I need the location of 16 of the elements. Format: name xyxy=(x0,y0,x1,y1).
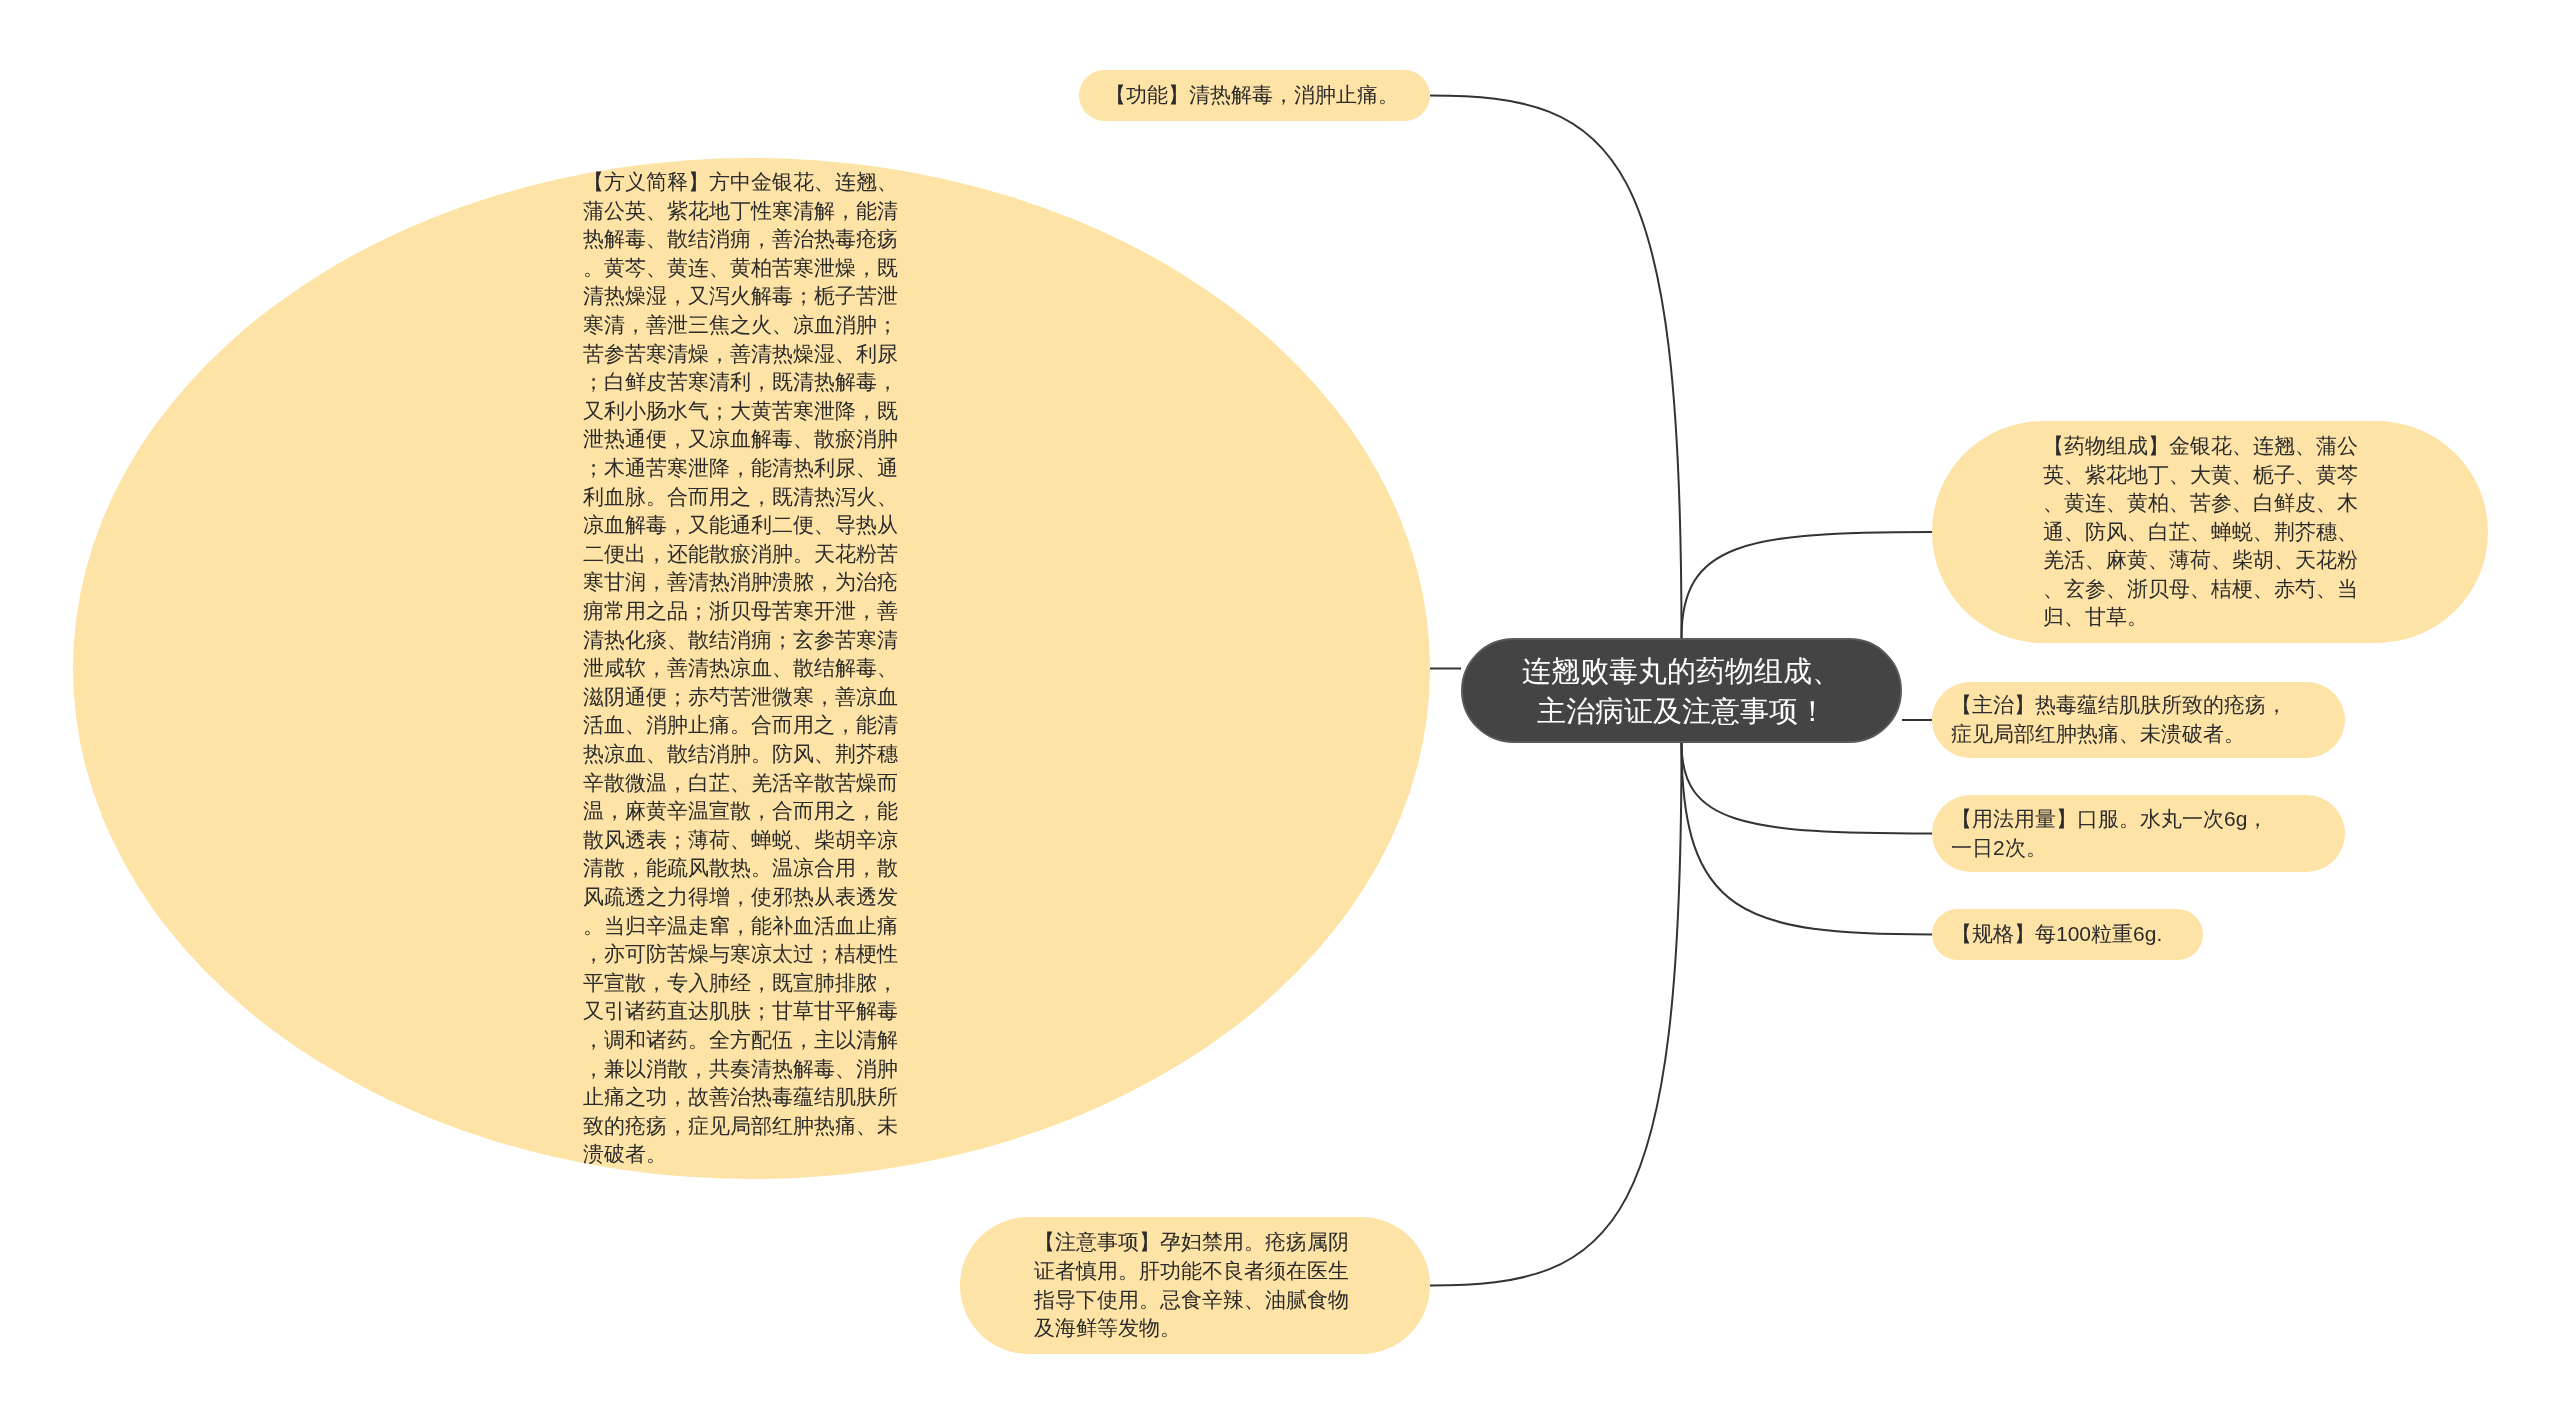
topic-text: 【主治】热毒蕴结肌肤所致的疮疡，症见局部红肿热痛、未溃破者。 xyxy=(1951,692,2287,747)
topic-text: 【注意事项】孕妇禁用。疮疡属阴证者慎用。肝功能不良者须在医生指导下使用。忌食辛辣、油腻食物及海鲜等发物。 xyxy=(1034,1229,1350,1342)
topic-text: 【方义简释】方中金银花、连翘、蒲公英、紫花地丁性寒清解，能清热解毒、散结消痈，善治热毒疮疡。黄芩、黄连、黄柏苦寒泄燥，既清热燥湿，又泻火解毒；栀子苦泄寒清，善泄三焦之火、凉血消肿；苦参苦寒清燥，善清热燥湿、利尿；白鲜皮苦寒清利，既清热解毒，又利小肠水气；大黄苦寒泄降，既泄热通便，又凉血解毒、散瘀消肿；木通苦寒泄降，能清热利尿、通利血脉。合而用之，既清热泻火、凉血解毒，又能通利二便、导热从二便出，还能散瘀消肿。天花粉苦寒甘润，善清热消肿溃脓，为治疮痈常用之品；浙贝母苦寒开泄，善清热化痰、散结消痈；玄参苦寒清泄咸软，善清热凉血、散结解毒、滋阴通便；赤芍苦泄微寒，善凉血活血、消肿止痛。合而用之，能清热凉血、散结消肿。防风、荆芥穗辛散微温，白芷、羌活辛散苦燥而温，麻黄辛温宣散，合而用之，能散风透表；薄荷、蝉蜕、柴胡辛凉清散，能疏风散热。温凉合用，散风疏透之力得增，使邪热从表透发。当归辛温走窜，能补血活血止痛，亦可防苦燥与寒凉太过；桔梗性平宣散，专入肺经，既宣肺排脓，又引诸药直达肌肤；甘草甘平解毒，调和诸药。全方配伍，主以清解，兼以消散，共奏清热解毒、消肿止痛之功，故善治热毒蕴结肌肤所致的疮疡，症见局部红肿热痛、未溃破者。 xyxy=(583,169,899,1168)
connector-line xyxy=(1680,742,1933,936)
topic-text: 【规格】每100粒重6g. xyxy=(1951,921,2164,948)
topic-bubble xyxy=(1079,70,1430,121)
connector-line xyxy=(1680,531,1933,639)
connector-line xyxy=(1429,94,1683,639)
connector-line xyxy=(1901,719,1933,721)
topic-bubble xyxy=(1932,909,2203,960)
connector-line xyxy=(1429,742,1683,1287)
topic-text: 【药物组成】金银花、连翘、蒲公英、紫花地丁、大黄、栀子、黄芩、黄连、黄柏、苦参、白鲜皮、木通、防风、白芷、蝉蜕、荆芥穗、羌活、麻黄、薄荷、柴胡、天花粉、玄参、浙贝母、桔梗、赤芍、当归、甘草。 xyxy=(2043,432,2359,631)
topic-text: 【用法用量】口服。水丸一次6g，一日2次。 xyxy=(1951,805,2270,861)
topic-text: 连翘败毒丸的药物组成、主治病证及注意事项！ xyxy=(1521,653,1842,729)
topic-text: 【功能】清热解毒，消肿止痛。 xyxy=(1105,82,1400,109)
connector-line xyxy=(1429,667,1462,670)
